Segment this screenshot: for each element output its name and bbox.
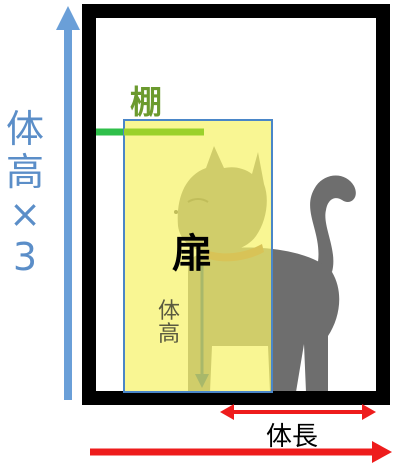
body-length-label: 体長 bbox=[266, 422, 319, 452]
inner-height-char-1: 体 bbox=[158, 299, 181, 324]
frame bbox=[82, 4, 390, 405]
door bbox=[123, 119, 273, 393]
shelf-label: 棚 bbox=[130, 83, 163, 121]
height-x3-char-1: 体 bbox=[6, 107, 45, 151]
height-x3-char-2: 高 bbox=[6, 149, 45, 194]
height-x3-arrow bbox=[56, 6, 80, 400]
body-length-arrow bbox=[220, 404, 376, 420]
height-x3-char-3: × bbox=[9, 192, 41, 237]
length-x3-arrow bbox=[90, 441, 392, 463]
inner-height-arrow bbox=[195, 262, 209, 388]
height-x3-label: 体 高 × 3 bbox=[6, 108, 44, 278]
inner-height-label: 体 高 bbox=[158, 300, 180, 346]
height-x3-char-4: 3 bbox=[12, 234, 38, 279]
inner-height-char-2: 高 bbox=[158, 322, 181, 348]
door-label: 扉 bbox=[172, 231, 212, 277]
